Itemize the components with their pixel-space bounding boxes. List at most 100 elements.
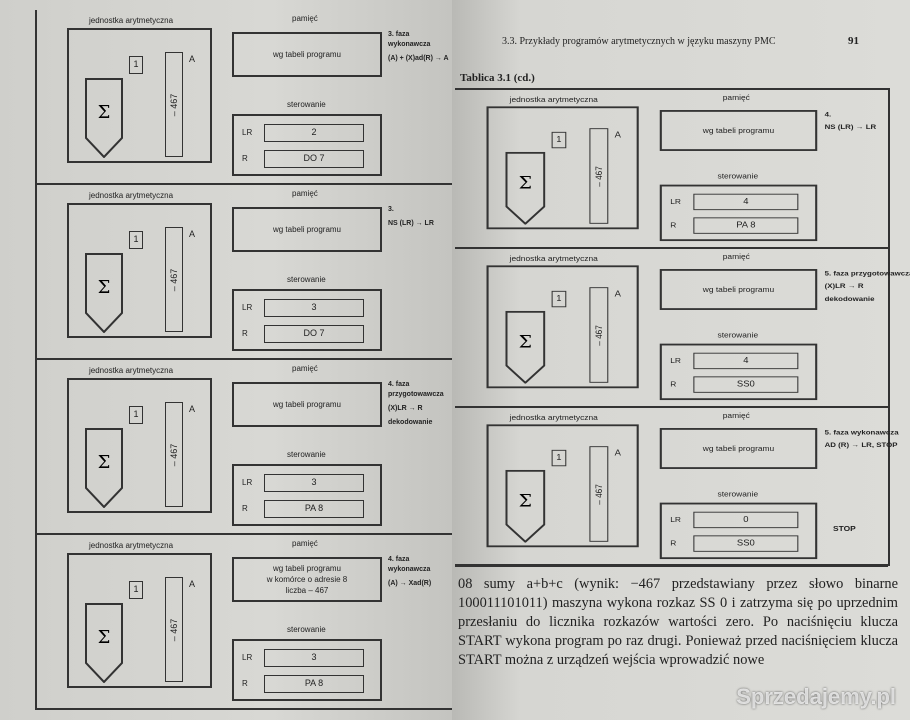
accumulator-label: A: [614, 289, 621, 299]
phase-annotation: 4. NS (LR) → LR: [825, 108, 877, 133]
memory-text: wg tabeli programu: [272, 225, 342, 234]
lr-value: 0: [693, 511, 799, 529]
annotation-line: 3.: [388, 206, 394, 213]
lr-label: LR: [670, 197, 681, 206]
right-page: 3.3. Przykłady programów arytmetycznych …: [452, 0, 910, 720]
lr-label: LR: [242, 303, 253, 312]
control-label: sterowanie: [287, 625, 326, 634]
accumulator-register: – 467: [589, 128, 609, 224]
phase-annotation: 5. faza wykonawcza AD (R) → LR, STOP: [825, 426, 899, 451]
sigma-adder-icon: Σ: [505, 151, 546, 226]
r-value: PA 8: [693, 217, 799, 234]
annotation-line: (A) → Xad(R): [388, 580, 432, 587]
memory-text: liczba – 467: [285, 586, 329, 595]
r-value: SS0: [693, 535, 799, 552]
lr-value: 2: [264, 124, 364, 142]
annotation-line: 5. faza wykonawcza: [824, 428, 899, 437]
accumulator-value: – 467: [169, 268, 179, 291]
annotation-line: dekodowanie: [824, 294, 875, 303]
table-caption: Tablica 3.1 (cd.): [460, 72, 535, 84]
memory-box: wg tabeli programu: [659, 269, 818, 310]
r-value: DO 7: [264, 325, 364, 343]
annotation-line: 4.: [824, 110, 832, 119]
annotation-line: AD (R) → LR, STOP: [824, 440, 898, 449]
au-label: jednostka arytmetyczna: [89, 366, 174, 375]
r-value: SS0: [693, 376, 799, 393]
lr-value: 3: [264, 474, 364, 492]
r-label: R: [242, 504, 248, 513]
lr-label: LR: [670, 356, 681, 365]
accumulator-label: A: [189, 579, 196, 589]
memory-text: w komórce o adresie 8: [266, 575, 348, 584]
r-value: DO 7: [264, 150, 364, 168]
accumulator-register: – 467: [165, 227, 183, 332]
memory-text: wg tabeli programu: [272, 400, 342, 409]
accumulator-value: – 467: [169, 93, 179, 116]
au-label: jednostka arytmetyczna: [89, 541, 174, 550]
control-label: sterowanie: [287, 100, 326, 109]
au-label: jednostka arytmetyczna: [509, 254, 598, 263]
sigma-adder-icon: Σ: [85, 428, 123, 509]
control-label: sterowanie: [717, 171, 759, 181]
phase-annotation: 3. NS (LR) → LR: [388, 205, 450, 233]
accumulator-value: – 467: [593, 165, 605, 187]
phase-annotation: 4. faza wykonawcza (A) → Xad(R): [388, 555, 450, 593]
svg-text:Σ: Σ: [519, 492, 532, 511]
memory-label: pamięć: [722, 93, 750, 102]
memory-box: wg tabeli programu: [659, 110, 818, 151]
annotation-line: NS (LR) → LR: [388, 220, 434, 227]
annotation-line: 4. faza wykonawcza: [388, 556, 431, 573]
svg-text:Σ: Σ: [98, 102, 111, 123]
svg-text:Σ: Σ: [98, 452, 111, 473]
annotation-line: 5. faza przygotowawcza: [824, 269, 910, 278]
register-one: 1: [129, 581, 143, 599]
register-one: 1: [129, 231, 143, 249]
r-value: PA 8: [264, 500, 364, 518]
watermark-logo: Sprzedajemy.pl: [736, 684, 896, 709]
au-label: jednostka arytmetyczna: [509, 413, 598, 422]
memory-label: pamięć: [722, 411, 750, 420]
control-label: sterowanie: [287, 275, 326, 284]
annotation-line: (X)LR → R: [388, 405, 423, 412]
accumulator-label: A: [189, 54, 196, 64]
accumulator-label: A: [189, 404, 196, 414]
memory-box: wg tabeli programu: [232, 382, 382, 427]
svg-text:Σ: Σ: [98, 627, 111, 648]
annotation-line: NS (LR) → LR: [824, 122, 877, 131]
accumulator-register: – 467: [589, 446, 609, 542]
running-header: 3.3. Przykłady programów arytmetycznych …: [502, 36, 776, 47]
accumulator-register: – 467: [165, 402, 183, 507]
body-paragraph: 08 sumy a+b+c (wynik: −467 przedstawiany…: [458, 576, 898, 668]
accumulator-value: – 467: [593, 483, 605, 505]
phase-annotation: 3. faza wykonawcza(A) + (X)ad(R) → A: [388, 30, 450, 68]
register-one: 1: [551, 449, 567, 467]
accumulator-label: A: [189, 229, 196, 239]
r-label: R: [670, 221, 677, 230]
au-label: jednostka arytmetyczna: [89, 191, 174, 200]
r-label: R: [242, 679, 248, 688]
memory-text: wg tabeli programu: [272, 50, 342, 59]
memory-label: pamięć: [292, 364, 318, 373]
memory-text: wg tabeli programu: [702, 285, 775, 294]
